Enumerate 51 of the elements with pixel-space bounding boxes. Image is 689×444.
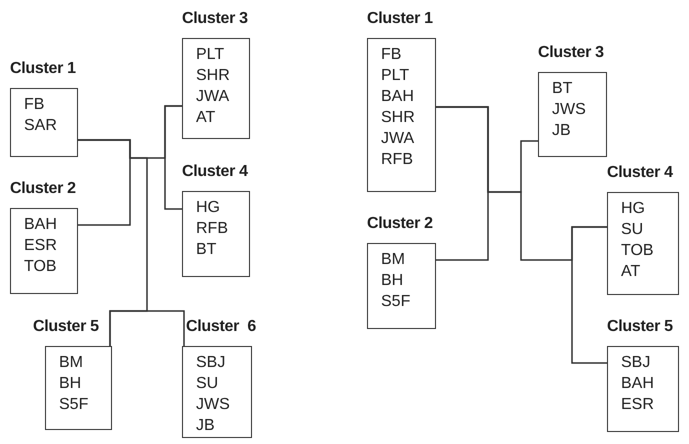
member-label: SBJ [196,353,226,373]
member-label: PLT [381,66,410,86]
member-label: SU [196,374,218,394]
cluster-heading: Cluster 1 [367,10,433,28]
member-label: SAR [24,116,57,136]
cluster-heading: Cluster 3 [182,10,248,28]
cluster-heading: Cluster 6 [186,318,256,336]
member-label: JWS [196,395,230,415]
member-label: HG [621,199,645,219]
member-label: SHR [381,108,415,128]
member-label: BAH [381,87,414,107]
member-label: PLT [196,45,224,65]
member-label: ESR [621,395,654,415]
member-label: SU [621,220,644,240]
member-label: TOB [24,257,57,277]
cluster-heading: Cluster 5 [607,318,673,336]
cluster-heading: Cluster 4 [182,163,248,181]
member-label: BAH [621,374,654,394]
member-label: BH [59,374,82,394]
connector-line [571,226,607,364]
cluster-heading: Cluster 3 [538,44,604,62]
member-label: SHR [196,66,230,86]
member-label: AT [621,262,640,282]
cluster-heading: Cluster 4 [607,164,673,182]
cluster-heading: Cluster 5 [33,318,99,336]
member-label: TOB [621,241,654,261]
member-label: SBJ [621,353,650,373]
member-label: RFB [381,150,413,170]
member-label: RFB [196,219,228,239]
member-label: JWS [552,100,586,120]
connector-line [78,139,148,346]
member-label: AT [196,108,216,128]
member-label: JB [196,416,215,436]
member-label: BM [59,353,83,373]
member-label: FB [381,45,402,65]
member-label: BM [381,250,405,270]
cluster-heading: Cluster 2 [10,180,76,198]
member-label: ESR [24,236,57,256]
member-label: S5F [381,292,410,312]
member-label: BT [196,240,216,260]
cluster-heading: Cluster 2 [367,215,433,233]
member-label: HG [196,198,220,218]
cluster-heading: Cluster 1 [10,60,76,78]
member-label: FB [24,95,44,115]
member-label: JWA [196,87,230,107]
member-label: BT [552,79,572,99]
member-label: BH [381,271,404,291]
member-label: JB [552,121,571,141]
member-label: JWA [381,129,414,149]
member-label: BAH [24,215,57,235]
member-label: S5F [59,395,88,415]
